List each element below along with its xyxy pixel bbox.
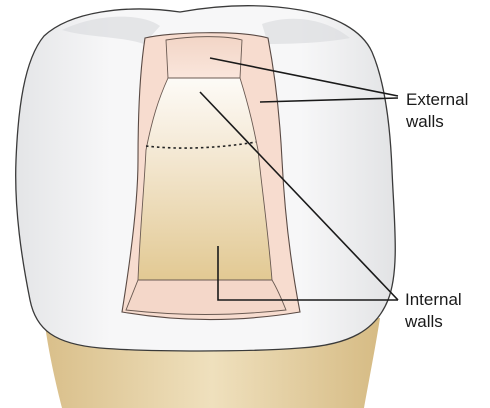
external-walls-label-line2: walls <box>406 111 468 133</box>
external-walls-label-line1: External <box>406 89 468 111</box>
external-walls-label: External walls <box>406 89 468 133</box>
internal-walls-label-line2: walls <box>405 311 462 333</box>
internal-walls-label: Internal walls <box>405 289 462 333</box>
internal-walls-label-line1: Internal <box>405 289 462 311</box>
external-wall-bottom <box>126 280 286 315</box>
external-wall-top <box>166 37 242 78</box>
